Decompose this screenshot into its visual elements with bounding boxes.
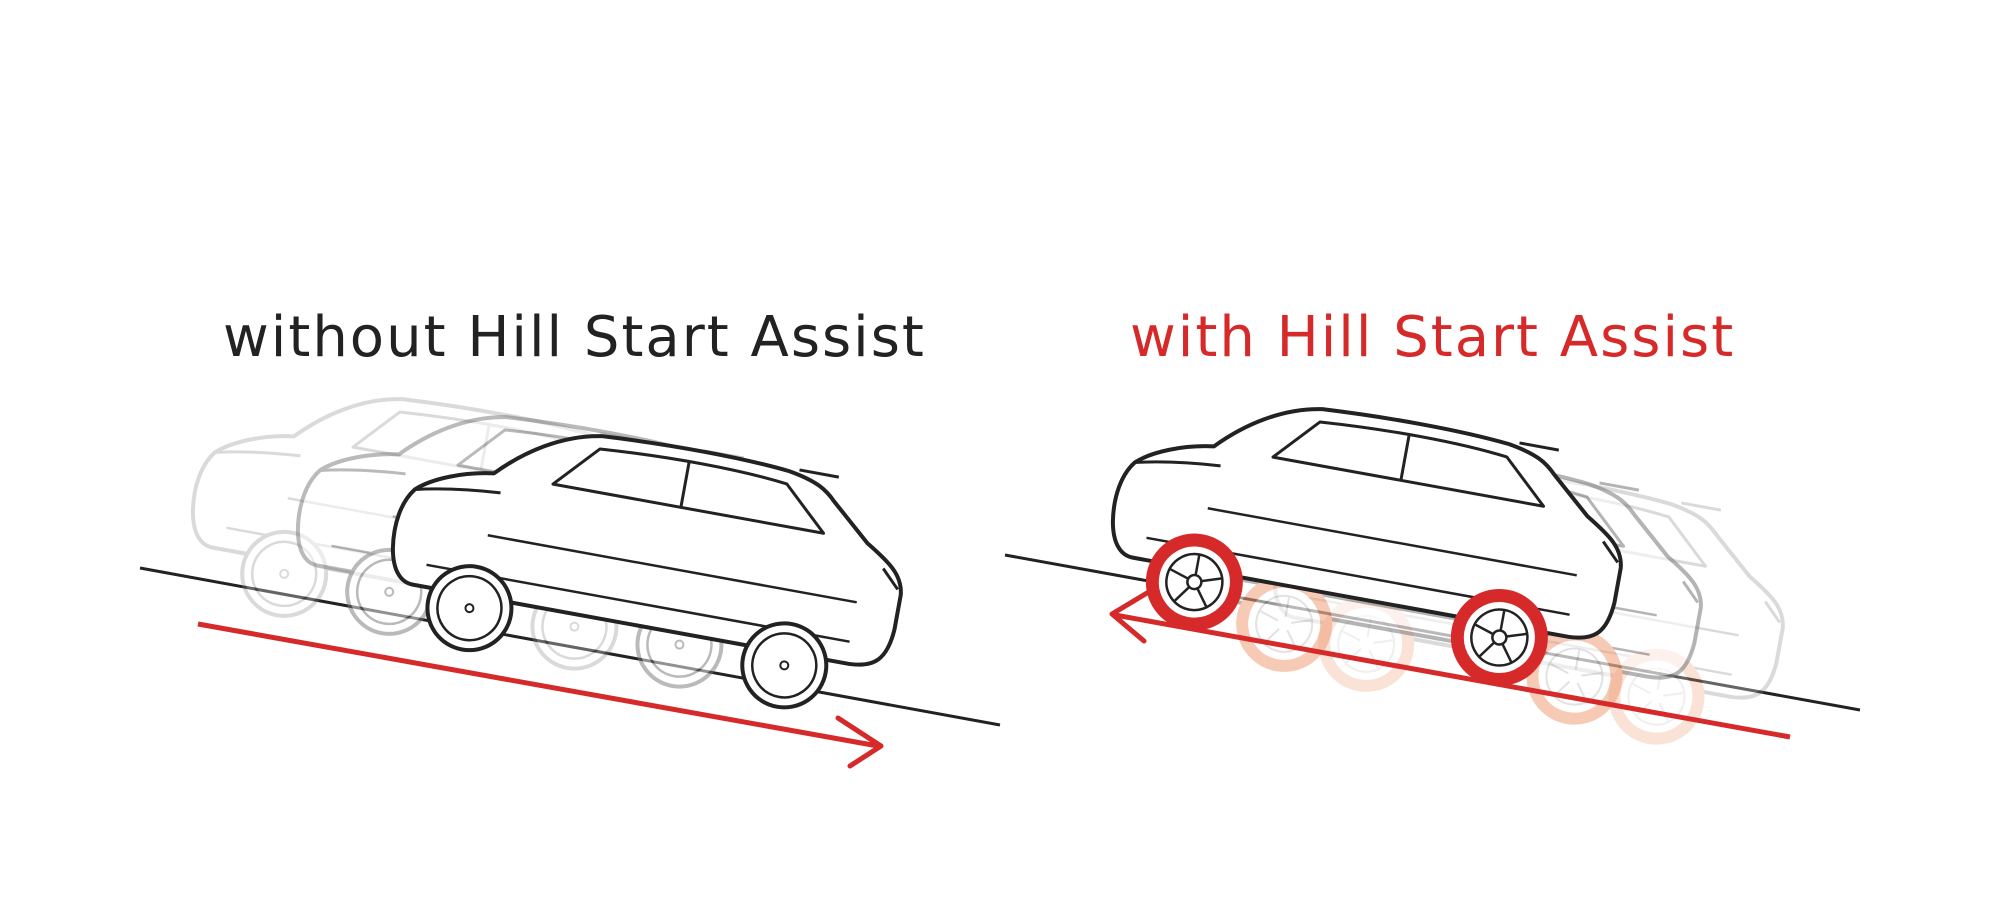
arrow-right-head bbox=[835, 715, 884, 769]
arrow-left-icon bbox=[1114, 612, 1791, 740]
arrow-right-icon bbox=[197, 621, 879, 749]
caption-without-hill-start-assist: without Hill Start Assist bbox=[223, 305, 926, 370]
arrow-left-head bbox=[1109, 587, 1155, 644]
caption-with-hill-start-assist: with Hill Start Assist bbox=[1130, 305, 1736, 370]
wheel-rear-braked bbox=[1146, 533, 1244, 631]
wheel-front-braked bbox=[1451, 589, 1549, 687]
